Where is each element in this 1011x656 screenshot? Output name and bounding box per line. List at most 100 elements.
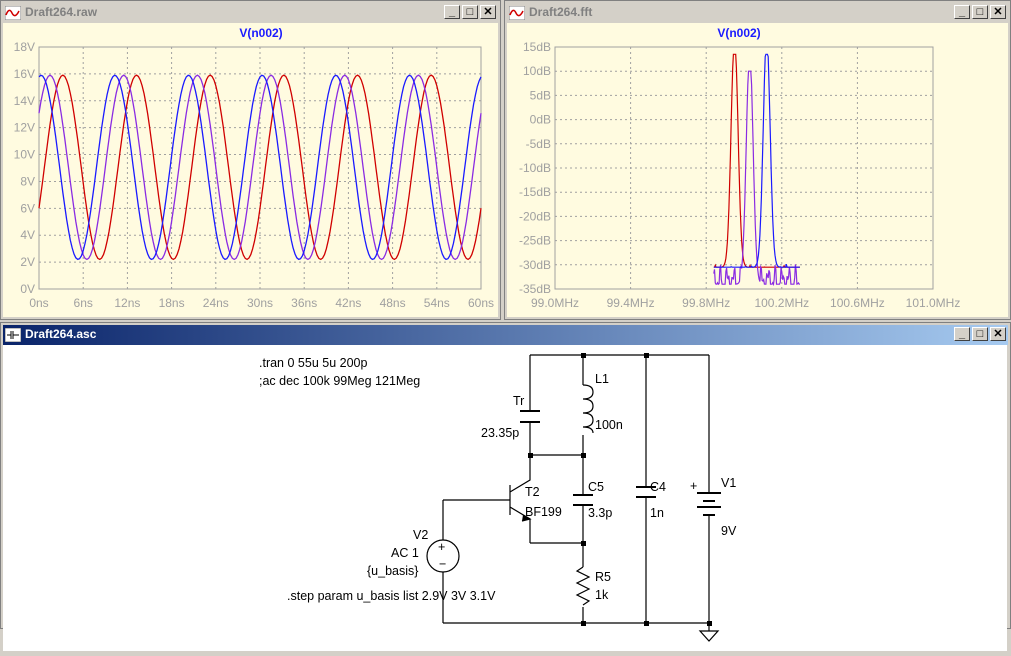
y-tick-label[interactable]: 16V [14, 67, 35, 81]
schematic-window[interactable]: Draft264.asc _ □ ✕ .tran 0 55u 5u 200p ;… [0, 322, 1011, 651]
y-tick-label[interactable]: -20dB [519, 209, 551, 223]
t2-name[interactable]: T2 [525, 485, 540, 499]
v2-plus-sign: + [438, 540, 445, 554]
v1-name[interactable]: V1 [721, 476, 736, 490]
v2-value[interactable]: AC 1 [391, 546, 419, 560]
ground-symbol[interactable] [443, 622, 720, 642]
y-tick-label[interactable]: 15dB [523, 40, 551, 54]
t2-value[interactable]: BF199 [525, 505, 562, 519]
raw-plot-area[interactable]: V(n002) 0V 2V 4V 6V 8V 10V 12V 14V 16V 18V 0ns 6ns… [3, 23, 498, 317]
x-tick-label[interactable]: 48ns [380, 296, 406, 310]
v2-param[interactable]: {u_basis} [367, 564, 418, 578]
x-tick-label[interactable]: 0ns [29, 296, 48, 310]
x-tick-label[interactable]: 99.4MHz [607, 296, 655, 310]
y-tick-label[interactable]: 0dB [530, 113, 551, 127]
plot-frame [554, 46, 934, 290]
step-directive[interactable]: .step param u_basis list 2.9V 3V 3.1V [287, 589, 496, 603]
ac-directive[interactable]: ;ac dec 100k 99Meg 121Meg [259, 374, 420, 388]
y-tick-label[interactable]: 4V [20, 228, 35, 242]
tr-name[interactable]: Tr [513, 394, 524, 408]
x-tick-label[interactable]: 54ns [424, 296, 450, 310]
y-tick-label[interactable]: 10V [14, 148, 35, 162]
y-tick-label[interactable]: 0V [20, 282, 35, 296]
fft-window-title: Draft264.fft [529, 5, 593, 19]
raw-maximize-button[interactable]: □ [462, 5, 478, 19]
t2-transistor-symbol[interactable] [509, 455, 531, 543]
raw-titlebar[interactable]: Draft264.raw _ □ ✕ [3, 3, 498, 23]
fft-minimize-button[interactable]: _ [954, 5, 970, 19]
schematic-minimize-button[interactable]: _ [954, 327, 970, 341]
r5-resistor-symbol[interactable] [575, 566, 591, 606]
fft-titlebar[interactable]: Draft264.fft _ □ ✕ [507, 3, 1008, 23]
fft-plot-area[interactable]: V(n002) 15dB 10dB 5dB 0dB -5dB -10dB -15dB -20d… [507, 23, 1008, 317]
y-tick-label[interactable]: 8V [20, 174, 35, 188]
schematic-maximize-button[interactable]: □ [972, 327, 988, 341]
x-tick-label[interactable]: 60ns [468, 296, 494, 310]
tr-capacitor-symbol[interactable] [520, 410, 540, 423]
c4-capacitor-symbol[interactable] [636, 486, 656, 498]
x-tick-label[interactable]: 99.8MHz [682, 296, 730, 310]
transient-series-line[interactable] [38, 74, 482, 261]
transient-chart[interactable]: V(n002) 0V 2V 4V 6V 8V 10V 12V 14V 16V 18V 0ns 6ns… [3, 23, 498, 317]
x-tick-label[interactable]: 99.0MHz [531, 296, 579, 310]
x-tick-label[interactable]: 18ns [159, 296, 185, 310]
y-tick-label[interactable]: -15dB [519, 185, 551, 199]
fft-series-line[interactable] [713, 53, 800, 268]
x-tick-label[interactable]: 42ns [335, 296, 361, 310]
fft-window[interactable]: Draft264.fft _ □ ✕ V(n002) 15dB 10dB 5dB 0d… [504, 0, 1011, 320]
fft-trace-label[interactable]: V(n002) [717, 26, 760, 40]
fft-maximize-button[interactable]: □ [972, 5, 988, 19]
fft-close-button[interactable]: ✕ [990, 5, 1006, 19]
schematic-close-button[interactable]: ✕ [990, 327, 1006, 341]
c4-value[interactable]: 1n [650, 506, 664, 520]
schematic-drawing[interactable]: .tran 0 55u 5u 200p ;ac dec 100k 99Meg 1… [3, 345, 1007, 651]
r5-name[interactable]: R5 [595, 570, 611, 584]
v2-name[interactable]: V2 [413, 528, 428, 542]
fft-series-line[interactable] [713, 70, 800, 287]
v1-value[interactable]: 9V [721, 524, 737, 538]
y-tick-label[interactable]: 12V [14, 121, 35, 135]
y-tick-label[interactable]: 14V [14, 94, 35, 108]
c4-name[interactable]: C4 [650, 480, 666, 494]
junction-dots [528, 353, 712, 626]
y-tick-label[interactable]: -10dB [519, 161, 551, 175]
x-tick-label[interactable]: 100.2MHz [754, 296, 809, 310]
tr-value[interactable]: 23.35p [481, 426, 519, 440]
fft-series-line[interactable] [713, 53, 800, 268]
x-tick-label[interactable]: 36ns [291, 296, 317, 310]
y-tick-label[interactable]: 10dB [523, 64, 551, 78]
schematic-titlebar[interactable]: Draft264.asc _ □ ✕ [3, 325, 1008, 345]
y-tick-label[interactable]: -35dB [519, 282, 551, 296]
v2-source-symbol[interactable] [426, 539, 460, 573]
transient-series-line[interactable] [38, 74, 482, 261]
raw-window[interactable]: Draft264.raw _ □ ✕ V(n002) 0V 2V 4V 6V 8V 10V… [0, 0, 501, 320]
c5-value[interactable]: 3.3p [588, 506, 612, 520]
fft-chart[interactable]: V(n002) 15dB 10dB 5dB 0dB -5dB -10dB -15dB -20d… [507, 23, 1008, 317]
raw-close-button[interactable]: ✕ [480, 5, 496, 19]
c5-name[interactable]: C5 [588, 480, 604, 494]
schematic-canvas[interactable]: .tran 0 55u 5u 200p ;ac dec 100k 99Meg 1… [3, 345, 1007, 651]
x-tick-label[interactable]: 101.0MHz [906, 296, 961, 310]
l1-inductor-symbol[interactable] [582, 384, 594, 434]
x-tick-label[interactable]: 6ns [74, 296, 93, 310]
l1-value[interactable]: 100n [595, 418, 623, 432]
y-tick-label[interactable]: 18V [14, 40, 35, 54]
x-tick-label[interactable]: 30ns [247, 296, 273, 310]
c5-capacitor-symbol[interactable] [573, 494, 593, 506]
x-tick-label[interactable]: 24ns [203, 296, 229, 310]
y-tick-label[interactable]: 2V [20, 255, 35, 269]
raw-trace-label[interactable]: V(n002) [239, 26, 282, 40]
raw-minimize-button[interactable]: _ [444, 5, 460, 19]
tran-directive[interactable]: .tran 0 55u 5u 200p [259, 356, 367, 370]
v1-battery-symbol[interactable] [697, 492, 721, 516]
r5-value[interactable]: 1k [595, 588, 609, 602]
transient-series-line[interactable] [38, 74, 482, 261]
y-tick-label[interactable]: 5dB [530, 88, 551, 102]
y-tick-label[interactable]: -5dB [526, 137, 551, 151]
l1-name[interactable]: L1 [595, 372, 609, 386]
y-tick-label[interactable]: -25dB [519, 234, 551, 248]
y-tick-label[interactable]: 6V [20, 201, 35, 215]
y-tick-label[interactable]: -30dB [519, 258, 551, 272]
x-tick-label[interactable]: 12ns [114, 296, 140, 310]
x-tick-label[interactable]: 100.6MHz [830, 296, 885, 310]
